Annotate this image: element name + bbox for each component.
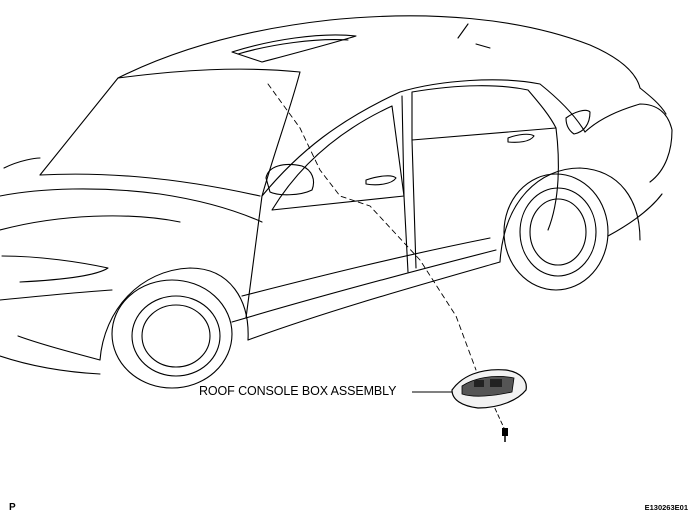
roof-console-box-label: ROOF CONSOLE BOX ASSEMBLY <box>199 384 397 398</box>
figure-id: E130263E01 <box>644 503 688 512</box>
pointer-line <box>267 83 477 371</box>
screw-part <box>502 428 508 442</box>
corner-letter: P <box>9 502 16 513</box>
roof-console-box-part <box>451 369 527 409</box>
